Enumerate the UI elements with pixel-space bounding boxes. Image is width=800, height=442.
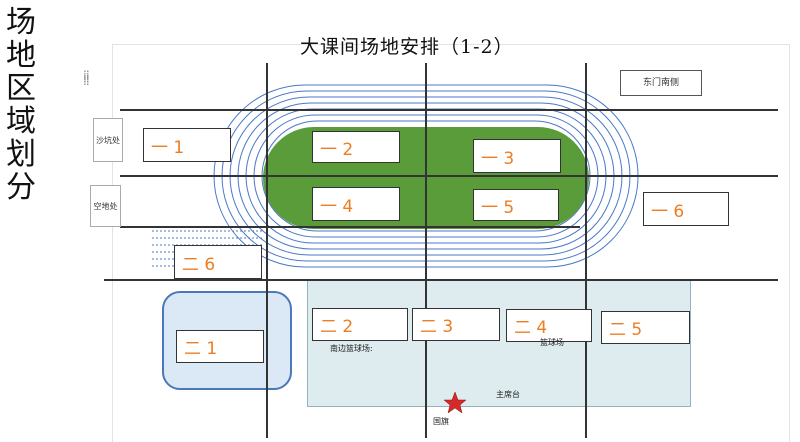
page-frame xyxy=(112,44,790,442)
zone-1-2[interactable]: 一 2 xyxy=(312,131,400,163)
flag-star-icon xyxy=(443,391,467,414)
stage-label: 主席台 xyxy=(496,390,520,399)
zone-2-5[interactable]: 二 5 xyxy=(601,311,690,344)
diagram-title: 大课间场地安排（1-2） xyxy=(300,36,514,58)
left-area-label: 空地处 xyxy=(90,185,121,227)
zone-2-6[interactable]: 二 6 xyxy=(174,245,262,279)
court-right-label: 篮球场 xyxy=(540,338,564,347)
zone-2-1[interactable]: 二 1 xyxy=(176,330,264,363)
zone-2-3[interactable]: 二 3 xyxy=(412,308,500,341)
zone-2-2[interactable]: 二 2 xyxy=(312,308,408,341)
zone-1-5[interactable]: 一 5 xyxy=(473,189,559,221)
sand-pit-label: 沙坑处 xyxy=(93,118,123,162)
drag-handle-icon[interactable]: ⁞⁞⁞⁞ xyxy=(83,68,90,88)
zone-1-6[interactable]: 一 6 xyxy=(643,192,729,226)
top-right-label: 东门南侧 xyxy=(620,70,702,96)
flag-label: 国旗 xyxy=(433,417,449,426)
zone-1-1[interactable]: 一 1 xyxy=(143,128,231,162)
side-title: 场地区域划分 xyxy=(6,5,36,205)
zone-2-4[interactable]: 二 4 xyxy=(506,309,592,342)
zone-1-4[interactable]: 一 4 xyxy=(312,187,400,221)
south-court-label: 南边篮球场: xyxy=(330,344,373,353)
zone-1-3[interactable]: 一 3 xyxy=(473,139,561,173)
